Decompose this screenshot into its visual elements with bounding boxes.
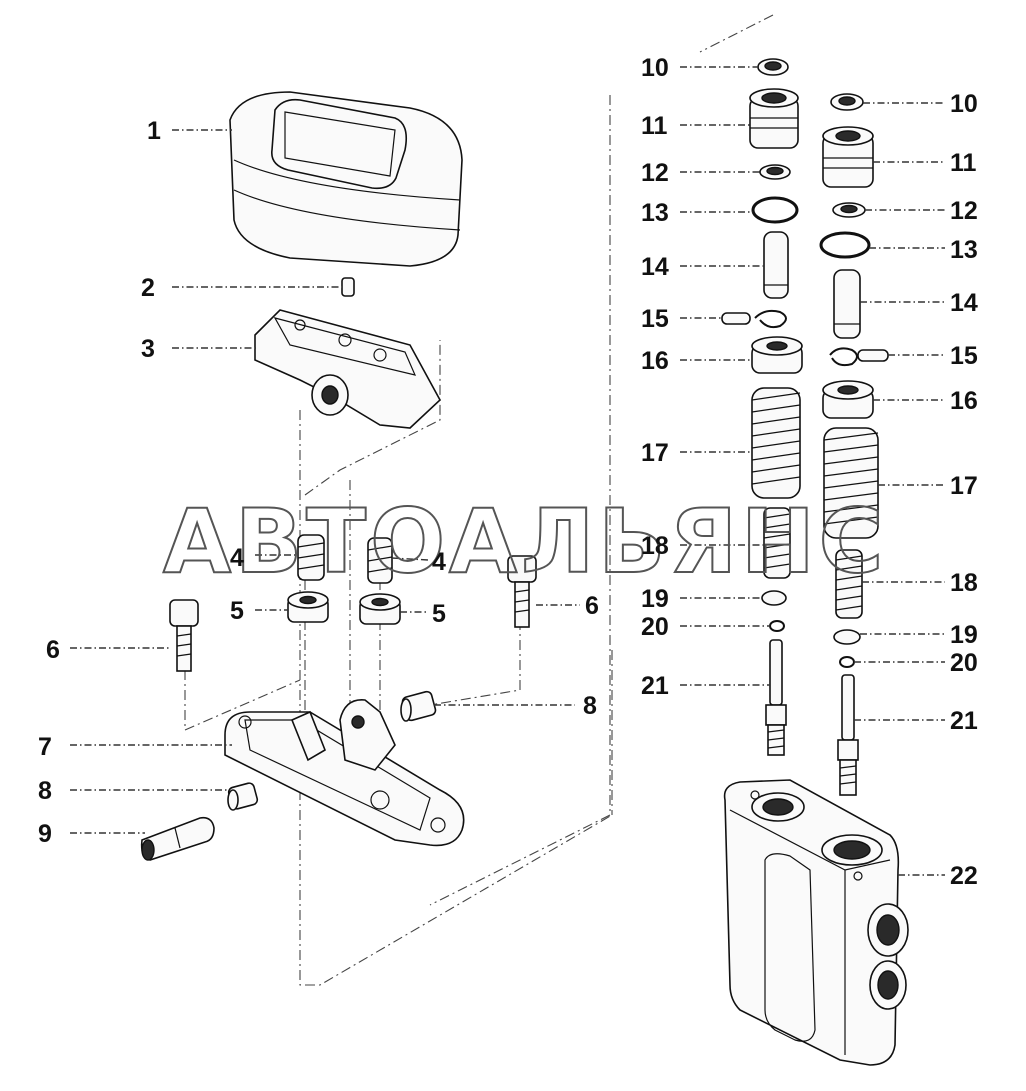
callout-part-10-left: 10 [641, 54, 669, 82]
callout-part-14-left: 14 [641, 253, 669, 281]
callout-part-18-left: 18 [641, 532, 669, 560]
part-6-screw-right [507, 555, 537, 628]
part-22-valve-body [723, 779, 909, 1066]
callout-part-6-left: 6 [46, 636, 60, 664]
callout-part-20-left: 20 [641, 613, 669, 641]
callout-labels: 1 2 3 4 4 5 5 6 6 7 8 8 9 10 10 11 11 12… [38, 54, 978, 890]
part-4-spring-left [297, 534, 325, 581]
callout-part-3: 3 [141, 335, 155, 363]
callout-part-8-lower: 8 [38, 777, 52, 805]
callout-part-16-left: 16 [641, 347, 669, 375]
callout-part-12-left: 12 [641, 159, 669, 187]
callout-part-21-left: 21 [641, 672, 669, 700]
part-5-bushing-left [287, 591, 329, 623]
right-valve-stack [819, 93, 889, 796]
part-8-sleeve-lower [227, 782, 259, 811]
callout-part-9: 9 [38, 820, 52, 848]
assembly-axis-lines [184, 14, 774, 986]
callout-part-13-left: 13 [641, 199, 669, 227]
callout-part-11-right: 11 [950, 149, 977, 177]
watermark-text: АВТОАЛЬЯНС [163, 490, 887, 593]
callout-part-13-right: 13 [950, 236, 978, 264]
callout-part-8-upper: 8 [583, 692, 597, 720]
callout-part-19-right: 19 [950, 621, 978, 649]
callout-part-15-right: 15 [950, 342, 978, 370]
callout-part-20-right: 20 [950, 649, 978, 677]
part-1-boot [229, 91, 463, 267]
part-6-screw-left [169, 599, 199, 672]
callout-part-11-left: 11 [641, 112, 668, 140]
part-8-sleeve-upper [400, 690, 437, 722]
part-4-spring-right [367, 537, 393, 584]
callout-part-5-right: 5 [432, 600, 446, 628]
part-5-bushing-right [359, 593, 401, 625]
callout-part-18-right: 18 [950, 569, 978, 597]
callout-part-21-right: 21 [950, 707, 978, 735]
left-valve-stack [721, 58, 803, 756]
callout-part-4-left: 4 [230, 544, 244, 572]
callout-part-6-right: 6 [585, 592, 599, 620]
callout-part-16-right: 16 [950, 387, 978, 415]
callout-part-12-right: 12 [950, 197, 978, 225]
callout-part-17-left: 17 [641, 439, 669, 467]
part-9-pin [140, 816, 215, 861]
part-2-screw [341, 277, 355, 297]
callout-part-19-left: 19 [641, 585, 669, 613]
callout-part-5-left: 5 [230, 597, 244, 625]
callout-part-22: 22 [950, 862, 978, 890]
callout-part-10-right: 10 [950, 90, 978, 118]
callout-part-1: 1 [147, 117, 161, 145]
callout-part-17-right: 17 [950, 472, 978, 500]
callout-part-7: 7 [38, 733, 52, 761]
callout-part-15-left: 15 [641, 305, 669, 333]
callout-part-4-right: 4 [432, 548, 446, 576]
part-3-cam-plate [254, 309, 441, 429]
leader-lines [70, 66, 945, 876]
callout-part-2: 2 [141, 274, 155, 302]
callout-part-14-right: 14 [950, 289, 978, 317]
part-7-base-bracket [224, 699, 465, 847]
